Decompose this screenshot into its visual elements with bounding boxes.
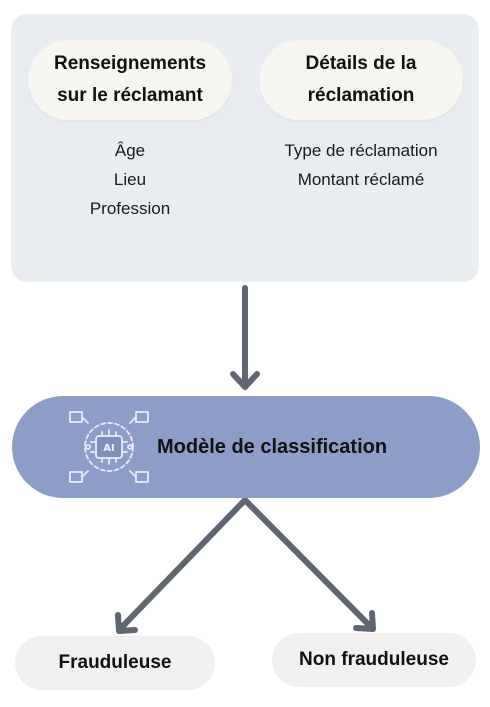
classification-model-node: AI Modèle de classification — [12, 396, 480, 498]
ai-chip-icon: AI — [69, 411, 149, 483]
claimant-field-age: Âge — [114, 141, 146, 160]
outcome-fraud: Frauduleuse — [15, 636, 215, 690]
claimant-field-profession: Profession — [89, 199, 171, 218]
claim-details-pill: Détails de la réclamation — [259, 40, 463, 120]
arrow-model-to-fraud — [115, 497, 248, 634]
arrow-model-to-not-fraud — [242, 497, 376, 632]
arrow-panel-to-model — [230, 285, 260, 390]
claim-details-title: Détails de la réclamation — [305, 53, 417, 106]
claimant-field-location: Lieu — [113, 170, 147, 189]
claim-field-type: Type de réclamation — [284, 141, 438, 160]
classification-model-label: Modèle de classification — [157, 436, 388, 458]
claim-field-list: Type de réclamation Montant réclamé — [252, 136, 470, 194]
outcome-not-fraud: Non frauduleuse — [272, 633, 476, 687]
ai-chip-icon-label: AI — [103, 443, 114, 454]
claimant-info-pill: Renseignements sur le réclamant — [28, 40, 232, 120]
claim-field-amount: Montant réclamé — [297, 170, 425, 189]
outcome-fraud-label: Frauduleuse — [58, 652, 172, 673]
claimant-info-title: Renseignements sur le réclamant — [53, 53, 207, 106]
claimant-field-list: Âge Lieu Profession — [60, 136, 200, 223]
outcome-not-fraud-label: Non frauduleuse — [299, 649, 449, 670]
